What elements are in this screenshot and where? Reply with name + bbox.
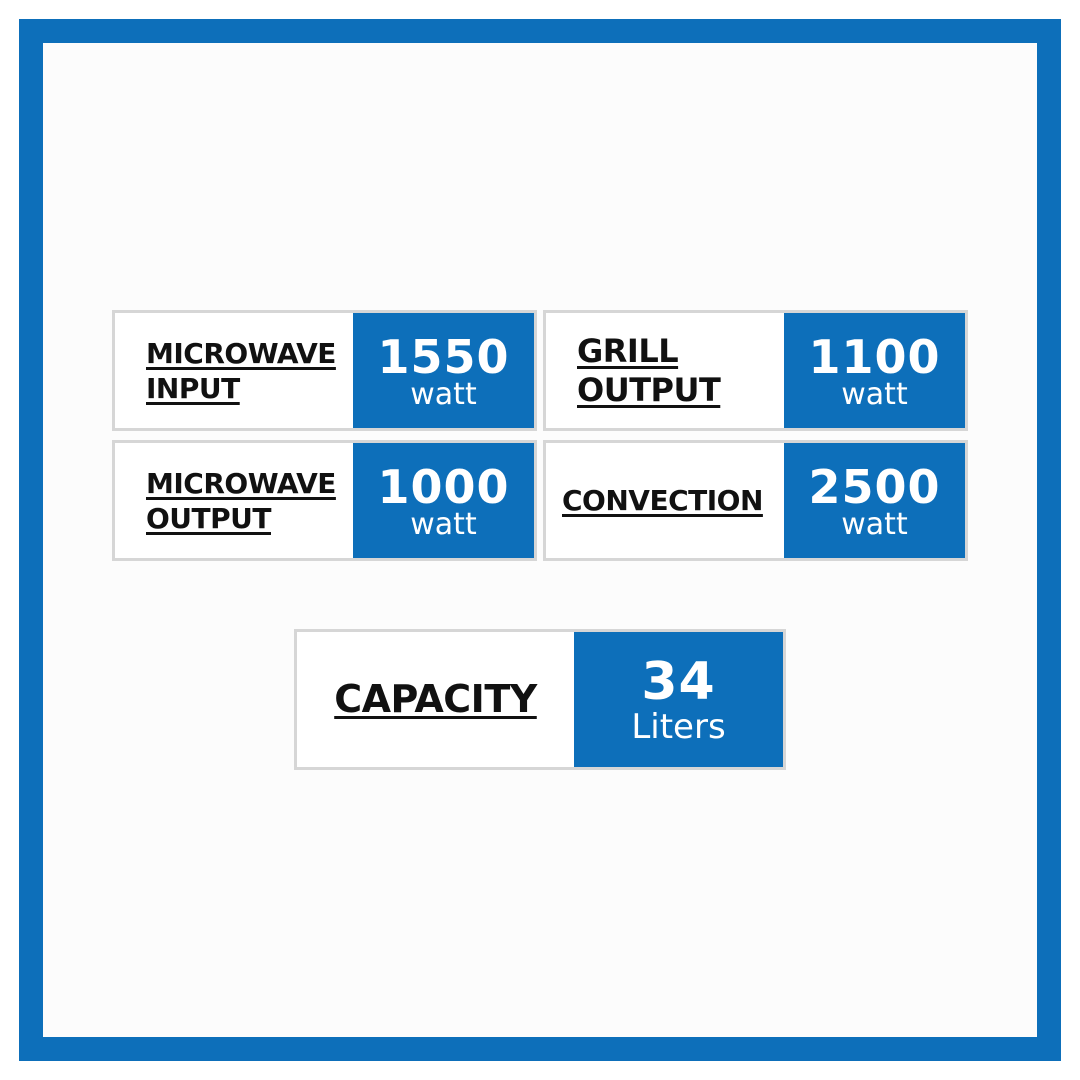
spec-label-line: GRILL	[577, 332, 679, 371]
spec-unit: watt	[410, 376, 477, 412]
spec-value: 2500	[808, 459, 941, 514]
spec-card-microwave-output: MICROWAVE OUTPUT 1000 watt	[112, 440, 537, 561]
spec-label-line: OUTPUT	[577, 370, 721, 409]
spec-card-convection: CONVECTION 2500 watt	[543, 440, 968, 561]
spec-value: 1000	[377, 459, 510, 514]
spec-label-line: OUTPUT	[146, 501, 272, 535]
spec-value-panel: 2500 watt	[784, 443, 965, 558]
spec-value: 1100	[808, 329, 941, 384]
spec-value-panel: 1100 watt	[784, 313, 965, 428]
capacity-value-panel: 34 Liters	[574, 632, 783, 767]
spec-label-line: INPUT	[146, 371, 240, 405]
spec-label: GRILL OUTPUT	[546, 313, 784, 428]
spec-unit: watt	[841, 506, 908, 542]
spec-label-line: MICROWAVE	[146, 466, 336, 500]
spec-unit: watt	[410, 506, 477, 542]
spec-card-capacity: CAPACITY 34 Liters	[294, 629, 786, 770]
spec-label: MICROWAVE OUTPUT	[115, 443, 353, 558]
spec-label-line: CONVECTION	[562, 484, 763, 517]
capacity-value: 34	[641, 651, 716, 712]
spec-value-panel: 1550 watt	[353, 313, 534, 428]
spec-unit: watt	[841, 376, 908, 412]
spec-value-panel: 1000 watt	[353, 443, 534, 558]
capacity-label-box: CAPACITY	[297, 632, 574, 767]
spec-value: 1550	[377, 329, 510, 384]
capacity-label: CAPACITY	[334, 676, 537, 721]
capacity-unit: Liters	[631, 706, 726, 747]
spec-label-line: MICROWAVE	[146, 336, 336, 370]
spec-card-microwave-input: MICROWAVE INPUT 1550 watt	[112, 310, 537, 431]
spec-card-grill-output: GRILL OUTPUT 1100 watt	[543, 310, 968, 431]
spec-label: MICROWAVE INPUT	[115, 313, 353, 428]
spec-label: CONVECTION	[546, 443, 784, 558]
